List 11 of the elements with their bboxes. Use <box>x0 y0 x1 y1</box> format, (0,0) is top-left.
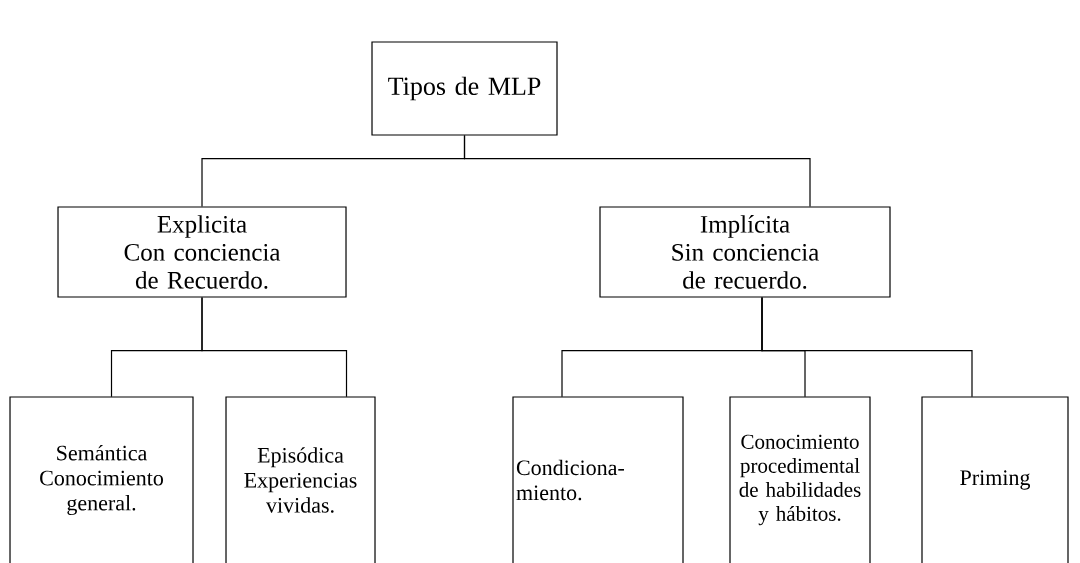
category-box: Condiciona- miento. <box>512 396 684 563</box>
category-box: Episódica Experiencias vividas. <box>225 396 376 563</box>
connector-line <box>761 297 973 398</box>
category-box: Semántica Conocimiento general. <box>9 396 194 563</box>
category-box: Conocimiento procedimental de habilidades y hábitos. <box>729 396 871 563</box>
category-box: Priming <box>921 396 1069 563</box>
title-box: Tipos de MLP <box>371 41 558 136</box>
connector-line <box>201 297 348 398</box>
category-box: Implícita Sin conciencia de recuerdo. <box>599 206 891 298</box>
connector-line <box>463 135 811 207</box>
category-box: Explicita Con conciencia de Recuerdo. <box>57 206 347 298</box>
